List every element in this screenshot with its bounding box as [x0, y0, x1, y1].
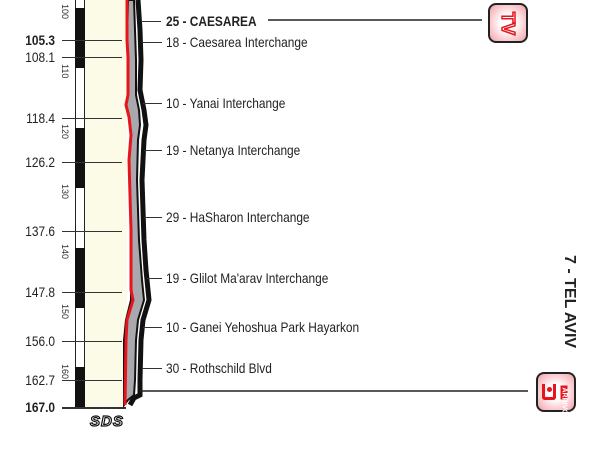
distance-label: 156.0: [25, 333, 55, 349]
distance-label: 118.4: [26, 110, 55, 126]
scale-seg: [75, 367, 85, 407]
waypoint-label: 19 - Netanya Interchange: [166, 142, 301, 158]
tv-icon: TV: [488, 3, 528, 43]
tv-badge-text: TV: [498, 11, 520, 36]
scale-seg: [75, 248, 85, 308]
km-scale-bar: [75, 0, 85, 407]
finish-arrivo-icon: ARRIVO: [536, 372, 576, 415]
finish-label: 7 - TEL AVIV: [561, 255, 578, 349]
distance-label: 108.1: [25, 49, 55, 65]
route-line: [123, 0, 135, 406]
distance-label: 147.8: [25, 284, 55, 300]
distance-label: 137.6: [25, 223, 55, 239]
distance-label: 126.2: [25, 154, 55, 170]
waypoint-label: 30 - Rothschild Blvd: [166, 360, 272, 376]
distance-label: 167.0: [25, 399, 55, 415]
scale-seg: [75, 128, 85, 188]
distance-label: 105.3: [25, 32, 55, 48]
waypoint-label: 29 - HaSharon Interchange: [166, 209, 310, 225]
waypoint-label: 10 - Yanai Interchange: [166, 95, 286, 111]
arrivo-text: ARRIVO: [560, 385, 567, 415]
waypoint-label: 19 - Glilot Ma'arav Interchange: [166, 270, 329, 286]
waypoint-label: 25 - CAESAREA: [166, 13, 257, 29]
sds-logo: SDS: [89, 412, 124, 430]
waypoint-label: 10 - Ganei Yehoshua Park Hayarkon: [166, 319, 360, 335]
scale-seg: [75, 8, 85, 68]
profile-outline: [127, 0, 152, 407]
distance-label: 162.7: [25, 372, 55, 388]
waypoint-label: 18 - Caesarea Interchange: [166, 34, 308, 50]
cream-area: [85, 0, 127, 407]
finish-flag-icon: [541, 384, 556, 400]
